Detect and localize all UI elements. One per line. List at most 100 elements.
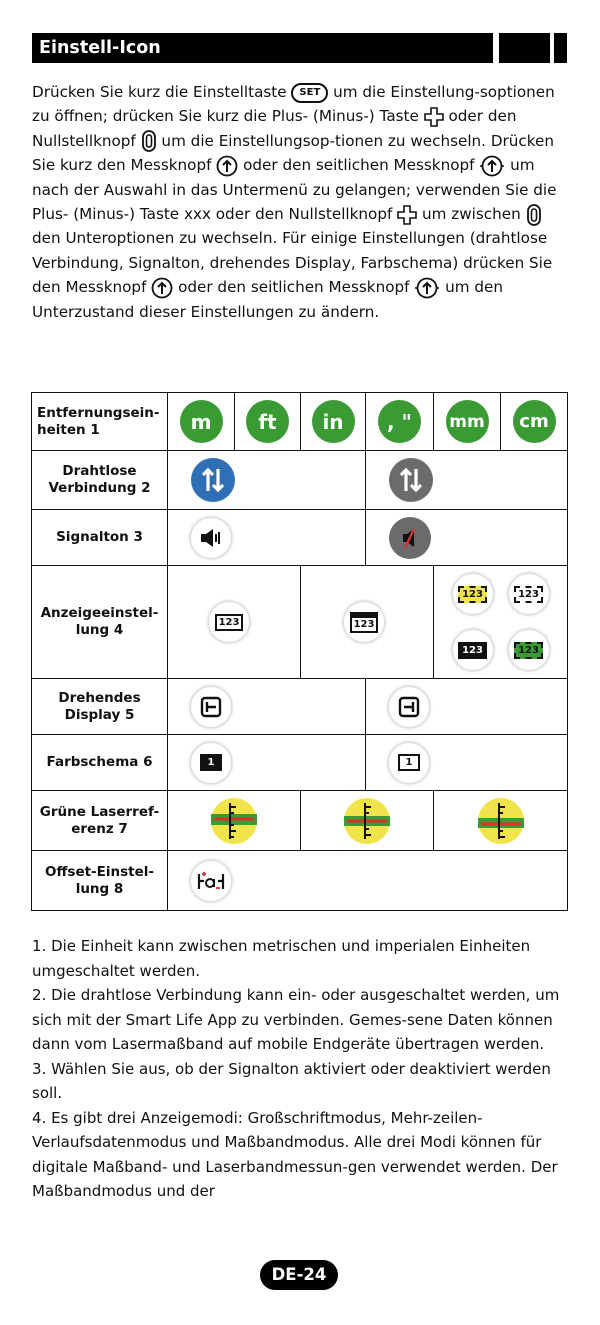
dark-scheme-icon: 1 <box>190 741 232 784</box>
speaker-off-icon <box>389 516 431 559</box>
intro-paragraph: Drücken Sie kurz die Einstelltaste SET u… <box>32 80 572 324</box>
footnote: 2. Die drahtlose Verbindung kann ein- od… <box>32 986 560 1053</box>
intro-text: den Unteroptionen zu wechseln. Für einig… <box>32 229 553 297</box>
offset-icon <box>190 859 232 902</box>
display-value: 123 <box>214 613 244 631</box>
scheme-value: 1 <box>199 754 223 771</box>
row-label: Farbschema 6 <box>31 734 168 791</box>
display-value: 123 <box>514 641 543 659</box>
tape-mode-black-icon: 123 <box>451 629 494 671</box>
option-cell <box>167 790 301 851</box>
option-cell <box>433 790 568 851</box>
table-row: Grüne Laserref-erenz 7 <box>31 790 568 851</box>
unit-m-icon: m <box>179 400 223 443</box>
footnote: 1. Die Einheit kann zwischen metrischen … <box>32 937 531 980</box>
intro-text: Drücken Sie kurz die Einstelltaste <box>32 83 292 101</box>
rotate-left-icon <box>190 685 232 728</box>
section-header: Einstell-Icon <box>32 33 567 63</box>
row-label: Drahtlose Verbindung 2 <box>31 450 168 510</box>
unit-mm-icon: mm <box>445 400 489 443</box>
unit-cell: in <box>300 392 366 451</box>
option-cell: 1 <box>167 734 366 791</box>
option-cell <box>365 509 568 566</box>
wireless-off-icon <box>389 458 433 502</box>
multi-line-mode-icon: 123 <box>343 601 385 643</box>
side-measure-key-icon <box>415 277 440 299</box>
unit-ft-icon: ft <box>246 400 289 443</box>
unit-feet-inch-icon: , " <box>378 400 421 443</box>
row-label: Anzeigeeinstel-lung 4 <box>31 565 168 679</box>
tape-mode-green-icon: 123 <box>507 629 550 671</box>
laser-reference-bottom-icon <box>477 797 524 844</box>
option-cell: 123 <box>300 565 434 679</box>
tape-mode-yellow-icon: 123 <box>451 573 494 615</box>
table-row: Drehendes Display 5 <box>31 678 568 735</box>
unit-cell: ft <box>234 392 301 451</box>
laser-reference-top-icon <box>211 797 257 844</box>
plus-minus-key-icon <box>397 204 417 225</box>
option-cell <box>167 678 366 735</box>
intro-text: um die Einstellung-soptionen zu öffnen; … <box>32 83 555 126</box>
scheme-value: 1 <box>397 754 421 771</box>
table-row: Drahtlose Verbindung 2 <box>31 450 568 510</box>
row-label: Entfernungsein-heiten 1 <box>31 392 168 451</box>
table-row: Entfernungsein-heiten 1 m ft in , " mm c… <box>31 392 568 451</box>
plus-minus-key-icon <box>423 107 444 127</box>
settings-table: Entfernungsein-heiten 1 m ft in , " mm c… <box>31 392 568 911</box>
side-measure-key-icon <box>480 155 505 177</box>
display-value: 123 <box>458 585 487 603</box>
rotate-right-icon <box>388 685 430 728</box>
measure-key-icon <box>151 277 173 299</box>
page-number: DE-24 <box>260 1260 338 1290</box>
measure-key-icon <box>216 155 238 177</box>
table-row: Offset-Einstel-lung 8 <box>31 850 568 911</box>
wireless-on-icon <box>191 458 235 502</box>
option-cell: 123 <box>167 565 301 679</box>
unit-cell: mm <box>433 392 501 451</box>
display-value: 123 <box>349 611 379 633</box>
set-key-icon: SET <box>291 82 329 103</box>
option-cell <box>167 509 366 566</box>
speaker-on-icon <box>190 516 232 559</box>
footnotes: 1. Die Einheit kann zwischen metrischen … <box>32 934 572 1204</box>
option-cell <box>167 450 366 510</box>
table-row: Anzeigeeinstel-lung 4 123 123 123 123 12… <box>31 565 568 679</box>
intro-text: um die Einstellungsop-tionen zu wechseln… <box>32 131 554 175</box>
table-row: Farbschema 6 1 1 <box>31 734 568 791</box>
row-label: Drehendes Display 5 <box>31 678 168 735</box>
intro-text: um den Unterzustand dieser Einstellungen… <box>32 278 503 321</box>
unit-cm-icon: cm <box>512 400 556 443</box>
row-label: Offset-Einstel-lung 8 <box>31 850 168 911</box>
option-cell <box>300 790 434 851</box>
unit-in-icon: in <box>311 400 355 443</box>
footnote: 4. Es gibt drei Anzeigemodi: Großschrift… <box>32 1108 558 1201</box>
option-cell: 123 123 123 123 <box>433 565 568 679</box>
unit-cell: m <box>167 392 235 451</box>
large-font-mode-icon: 123 <box>208 601 250 643</box>
header-block-decor <box>499 33 550 63</box>
intro-text: um zwischen <box>417 205 526 224</box>
intro-text: oder den seitlichen Messknopf <box>238 156 480 175</box>
zero-key-icon <box>141 130 156 153</box>
option-cell <box>167 850 568 911</box>
zero-key-icon <box>526 203 541 226</box>
intro-text: oder den seitlichen Messknopf <box>173 278 415 297</box>
row-label: Grüne Laserref-erenz 7 <box>31 790 168 851</box>
intro-text: um nach der Auswahl in das Untermenü zu … <box>32 156 557 224</box>
light-scheme-icon: 1 <box>388 741 430 784</box>
option-cell <box>365 450 568 510</box>
footnote: 3. Wählen Sie aus, ob der Signalton akti… <box>32 1059 551 1103</box>
section-title: Einstell-Icon <box>32 33 493 63</box>
unit-cell: , " <box>365 392 434 451</box>
display-value: 123 <box>458 641 487 659</box>
option-cell: 1 <box>365 734 568 791</box>
display-value: 123 <box>514 585 543 603</box>
row-label: Signalton 3 <box>31 509 168 566</box>
header-block-decor <box>554 33 567 63</box>
table-row: Signalton 3 <box>31 509 568 566</box>
tape-mode-white-icon: 123 <box>507 573 550 615</box>
intro-text: oder den Nullstellknopf <box>32 107 517 150</box>
unit-cell: cm <box>500 392 568 451</box>
laser-reference-center-icon <box>344 797 390 844</box>
option-cell <box>365 678 568 735</box>
